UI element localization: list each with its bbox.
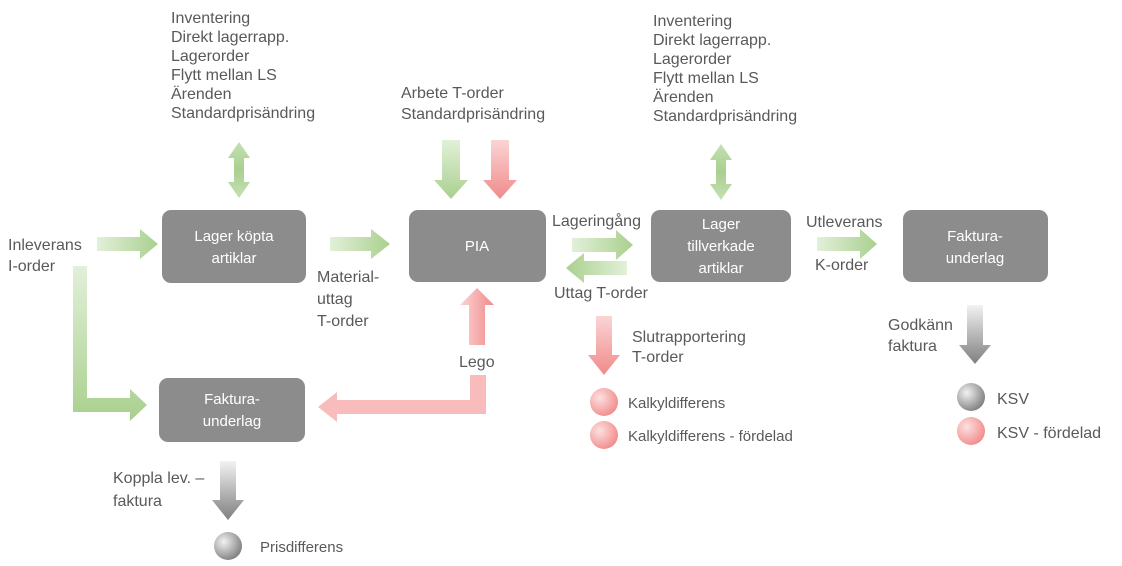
arrow-inleverans — [97, 229, 158, 259]
legend-ksv: KSV — [957, 383, 1029, 411]
label-top-right: Inventering Direkt lagerrapp. Lagerorder… — [653, 13, 797, 125]
legend-kalkyldifferens: Kalkyldifferens — [590, 388, 725, 416]
gray-dot-icon — [214, 532, 242, 560]
legend-kalkyldifferens-fordelad: Kalkyldifferens - fördelad — [590, 421, 793, 449]
box-faktura-underlag-right: Faktura-underlag — [903, 210, 1048, 282]
arrow-materialuttag — [330, 229, 390, 259]
arrow-utleverans — [817, 229, 877, 259]
svg-text:Faktura-underlag: Faktura-underlag — [946, 228, 1004, 267]
arrow-lageringang — [572, 230, 633, 260]
arrow-arbete-t-order — [434, 140, 468, 199]
legend-ksv-fordelad: KSV - fördelad — [957, 417, 1101, 445]
arrow-godkann-faktura — [959, 305, 991, 364]
arrow-inleverans-faktura — [73, 266, 147, 421]
label-slutrapportering: Slutrapportering T-order — [632, 329, 750, 366]
svg-text:Kalkyldifferens - fördelad: Kalkyldifferens - fördelad — [628, 428, 793, 445]
label-top-mid: Arbete T-order Standardprisändring — [401, 85, 545, 123]
double-arrow-lager-kopta — [228, 142, 250, 198]
red-dot-icon — [590, 421, 618, 449]
red-dot-icon — [590, 388, 618, 416]
label-inleverans: Inleverans I-order — [8, 237, 86, 275]
box-faktura-underlag-left: Faktura-underlag — [159, 378, 305, 442]
label-godkann-faktura: Godkänn faktura — [888, 317, 957, 355]
svg-text:Faktura-underlag: Faktura-underlag — [203, 391, 261, 430]
label-lego: Lego — [459, 354, 495, 371]
arrow-lego — [460, 288, 494, 345]
label-koppla-lev-faktura: Koppla lev. – faktura — [113, 470, 209, 510]
arrow-standardprisandring-pia — [483, 140, 517, 199]
svg-text:PIA: PIA — [465, 238, 489, 255]
arrow-slutrapportering — [588, 316, 620, 375]
svg-text:Prisdifferens: Prisdifferens — [260, 539, 343, 556]
arrow-koppla-lev-faktura — [212, 461, 244, 520]
box-pia: PIA — [409, 210, 546, 282]
double-arrow-lager-tillverkade — [710, 144, 732, 200]
arrow-uttag-t-order — [566, 253, 627, 283]
label-k-order: K-order — [815, 257, 869, 274]
label-utleverans: Utleverans — [806, 214, 882, 231]
gray-dot-icon — [957, 383, 985, 411]
svg-text:KSV - fördelad: KSV - fördelad — [997, 425, 1101, 442]
label-uttag-t-order: Uttag T-order — [554, 285, 649, 302]
label-lageringang: Lageringång — [552, 212, 641, 230]
label-top-left: Inventering Direkt lagerrapp. Lagerorder… — [171, 10, 315, 122]
arrow-lego-path — [318, 375, 486, 422]
red-dot-icon — [957, 417, 985, 445]
svg-text:Kalkyldifferens: Kalkyldifferens — [628, 395, 725, 412]
svg-text:KSV: KSV — [997, 391, 1029, 408]
label-materialuttag: Material- uttag T-order — [317, 269, 384, 330]
legend-prisdifferens: Prisdifferens — [214, 532, 343, 560]
